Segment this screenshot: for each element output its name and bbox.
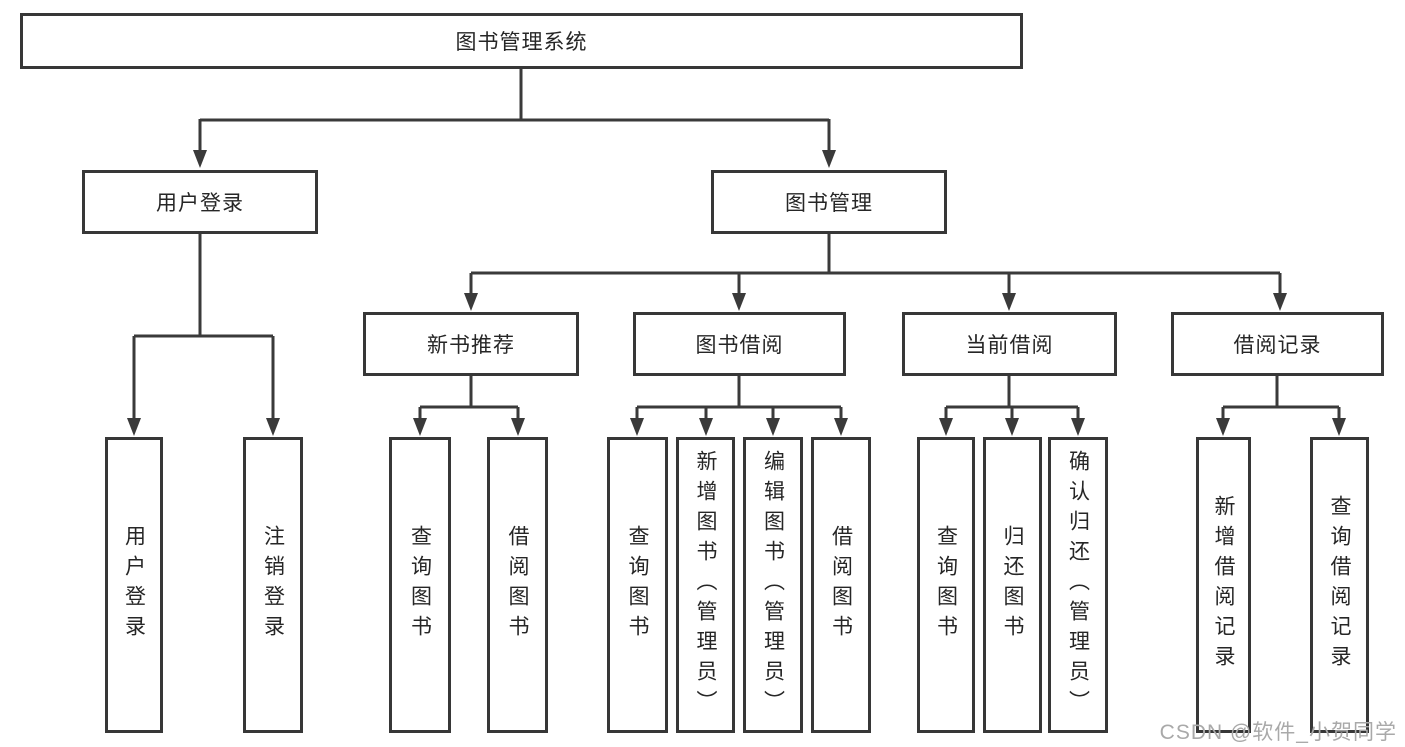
node-new-book-recommend: 新书推荐 bbox=[363, 312, 579, 376]
node-label: 借阅图书 bbox=[829, 525, 853, 645]
leaf-edit-books-admin: 编辑图书（管理员） bbox=[743, 437, 803, 733]
leaf-add-borrow-record: 新增借阅记录 bbox=[1196, 437, 1251, 733]
arrowhead-leaf-d2 bbox=[1005, 418, 1019, 436]
node-label: 用户登录 bbox=[156, 192, 244, 215]
arrowhead-leaf-d3 bbox=[1071, 418, 1085, 436]
node-label: 查询图书 bbox=[408, 525, 432, 645]
node-label: 借阅记录 bbox=[1233, 334, 1322, 357]
node-label: 图书借阅 bbox=[695, 334, 784, 357]
arrowhead-leaf-e2 bbox=[1332, 418, 1346, 436]
leaf-borrow-books-recommend: 借阅图书 bbox=[487, 437, 548, 733]
leaf-query-books-recommend: 查询图书 bbox=[389, 437, 451, 733]
arrowhead-leaf-a2 bbox=[266, 418, 280, 436]
arrowhead-book-mgmt bbox=[822, 150, 836, 168]
arrowhead-leaf-c4 bbox=[834, 418, 848, 436]
arrowhead-l3a bbox=[464, 293, 478, 311]
node-label: 查询图书 bbox=[934, 525, 958, 645]
arrowhead-l3d bbox=[1273, 293, 1287, 311]
node-book-management: 图书管理 bbox=[711, 170, 947, 234]
arrowhead-l3b bbox=[732, 293, 746, 311]
arrowhead-leaf-b1 bbox=[413, 418, 427, 436]
leaf-add-books-admin: 新增图书（管理员） bbox=[676, 437, 735, 733]
node-user-login: 用户登录 bbox=[82, 170, 318, 234]
node-book-borrow: 图书借阅 bbox=[633, 312, 846, 376]
node-label: 借阅图书 bbox=[506, 525, 529, 645]
leaf-logout: 注销登录 bbox=[243, 437, 303, 733]
node-label: 查询借阅记录 bbox=[1328, 495, 1351, 675]
node-label: 图书管理系统 bbox=[455, 31, 588, 54]
node-label: 用户登录 bbox=[122, 525, 146, 645]
node-label: 归还图书 bbox=[1001, 525, 1024, 645]
node-label: 新书推荐 bbox=[427, 334, 515, 357]
node-root-library-system: 图书管理系统 bbox=[20, 13, 1023, 69]
node-label: 注销登录 bbox=[261, 525, 285, 645]
leaf-query-books-current: 查询图书 bbox=[917, 437, 975, 733]
node-current-borrow: 当前借阅 bbox=[902, 312, 1117, 376]
node-label: 新增图书（管理员） bbox=[694, 450, 717, 720]
node-label: 编辑图书（管理员） bbox=[761, 450, 785, 720]
node-borrow-records: 借阅记录 bbox=[1171, 312, 1384, 376]
arrowhead-leaf-e1 bbox=[1216, 418, 1230, 436]
arrowhead-leaf-c3 bbox=[766, 418, 780, 436]
node-label: 查询图书 bbox=[626, 525, 649, 645]
node-label: 当前借阅 bbox=[965, 334, 1054, 357]
leaf-return-books: 归还图书 bbox=[983, 437, 1042, 733]
csdn-watermark: CSDN @软件_小贺同学 bbox=[1159, 721, 1397, 744]
leaf-confirm-return-admin: 确认归还（管理员） bbox=[1048, 437, 1108, 733]
leaf-query-books-borrow: 查询图书 bbox=[607, 437, 668, 733]
node-label: 图书管理 bbox=[785, 192, 873, 215]
leaf-user-login: 用户登录 bbox=[105, 437, 163, 733]
leaf-borrow-books: 借阅图书 bbox=[811, 437, 871, 733]
arrowhead-leaf-b2 bbox=[511, 418, 525, 436]
node-label: 新增借阅记录 bbox=[1212, 495, 1235, 675]
arrowhead-leaf-a1 bbox=[127, 418, 141, 436]
arrowhead-user-login bbox=[193, 150, 207, 168]
leaf-query-borrow-record: 查询借阅记录 bbox=[1310, 437, 1369, 733]
node-label: 确认归还（管理员） bbox=[1066, 450, 1090, 720]
arrowhead-l3c bbox=[1002, 293, 1016, 311]
arrowhead-leaf-c2 bbox=[699, 418, 713, 436]
arrowhead-leaf-c1 bbox=[630, 418, 644, 436]
arrowhead-leaf-d1 bbox=[939, 418, 953, 436]
